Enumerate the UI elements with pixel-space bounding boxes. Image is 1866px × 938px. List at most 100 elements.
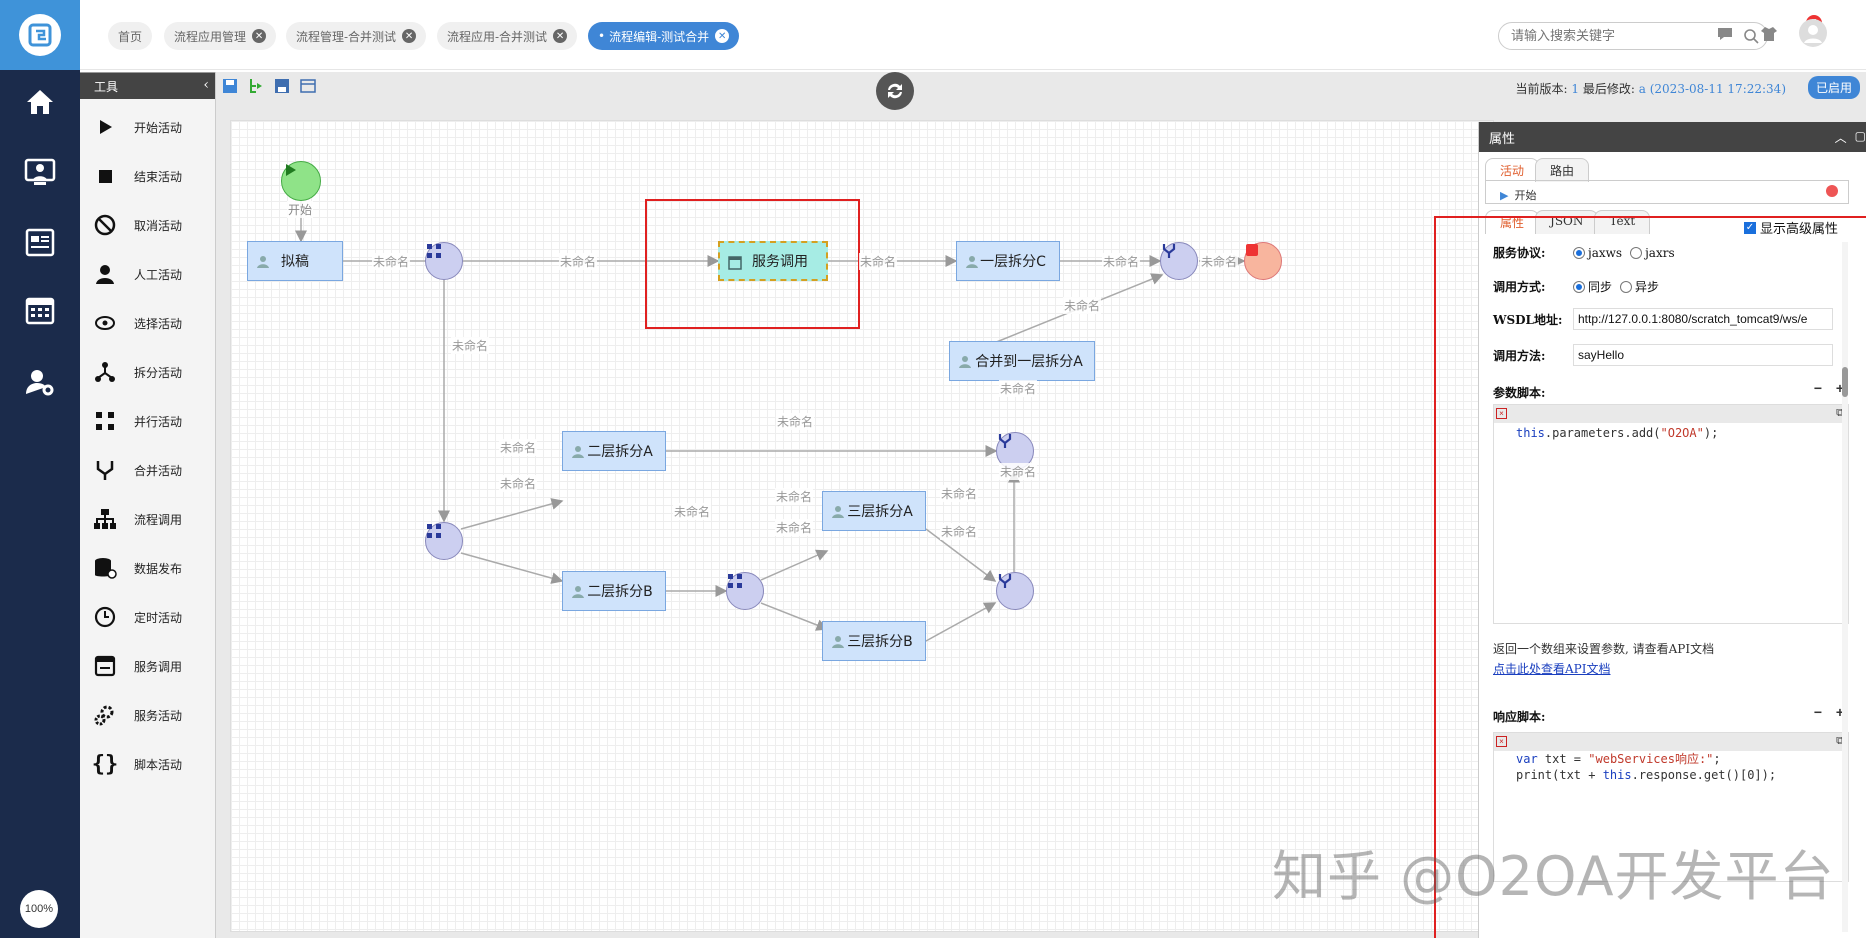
tab-route[interactable]: 路由 — [1535, 158, 1590, 182]
edge-label[interactable]: 未命名 — [499, 439, 538, 456]
node-l3b[interactable]: 三层拆分B — [822, 621, 926, 661]
merge-gateway[interactable] — [996, 572, 1034, 610]
edge-label[interactable]: 未命名 — [559, 253, 598, 270]
tool-merge-activity[interactable]: 合并活动 — [80, 450, 216, 490]
edge-label[interactable]: 未命名 — [940, 485, 979, 502]
scrollbar-thumb[interactable] — [1842, 367, 1848, 397]
tool-split-activity[interactable]: 拆分活动 — [80, 352, 216, 392]
close-icon[interactable]: ✕ — [402, 29, 417, 43]
tool-cancel-activity[interactable]: 取消活动 — [80, 205, 216, 245]
form-icon[interactable] — [24, 226, 56, 258]
close-icon[interactable]: ✕ — [252, 29, 267, 43]
collapse-icon[interactable]: ‹ — [203, 77, 209, 93]
preview-icon[interactable] — [300, 78, 318, 96]
calendar-icon[interactable] — [24, 294, 56, 326]
parallel-gateway[interactable] — [726, 572, 764, 610]
tool-parallel-activity[interactable]: 并行活动 — [80, 401, 216, 441]
tool-manual-activity[interactable]: 人工活动 — [80, 254, 216, 294]
node-l2a[interactable]: 二层拆分A — [562, 431, 666, 471]
edge-label[interactable]: 未命名 — [1200, 253, 1239, 270]
zoom-level[interactable]: 100% — [20, 890, 58, 928]
radio-jaxrs[interactable]: jaxrs — [1630, 246, 1675, 260]
skin-icon[interactable] — [1760, 26, 1778, 45]
api-doc-link[interactable]: 点击此处查看API文档 — [1493, 662, 1611, 676]
tab-process-app-management[interactable]: 流程应用管理✕ — [164, 22, 277, 50]
expand-plus-icon[interactable]: + — [1835, 704, 1844, 720]
merge-gateway[interactable] — [1160, 242, 1198, 280]
edge-label[interactable]: 未命名 — [775, 519, 814, 536]
radio-sync[interactable]: 同步 — [1573, 278, 1612, 295]
parallel-gateway[interactable] — [425, 242, 463, 280]
tab-process-app-merge-test[interactable]: 流程应用-合并测试✕ — [437, 22, 578, 50]
wsdl-input[interactable]: http://127.0.0.1:8080/scratch_tomcat9/ws… — [1573, 308, 1833, 330]
search-icon[interactable] — [1743, 28, 1759, 47]
status-badge[interactable]: 已启用 — [1807, 76, 1860, 99]
edge-label[interactable]: 未命名 — [499, 475, 538, 492]
monitor-user-icon[interactable] — [24, 156, 56, 188]
tab-home[interactable]: 首页 — [108, 22, 153, 50]
maximize-icon[interactable]: ▢ — [1854, 129, 1866, 143]
show-advanced-checkbox[interactable]: ✓显示高级属性 — [1744, 218, 1839, 237]
radio-async[interactable]: 异步 — [1620, 278, 1659, 295]
close-icon[interactable]: ✕ — [715, 29, 730, 43]
refresh-icon[interactable] — [876, 72, 914, 110]
edge-label[interactable]: 未命名 — [1063, 297, 1102, 314]
edge-label[interactable]: 未命名 — [940, 523, 979, 540]
avatar[interactable] — [1798, 18, 1828, 51]
process-canvas[interactable]: 开始 拟稿 服务调用 一层拆分C 合并到一层拆分A 二层拆分A 二层拆分B 三层… — [230, 120, 1494, 932]
node-draft[interactable]: 拟稿 — [247, 241, 343, 281]
message-icon[interactable] — [1716, 26, 1734, 45]
tab-activity[interactable]: 活动 — [1485, 158, 1540, 182]
tool-service-activity[interactable]: 服务活动 — [80, 695, 216, 735]
parallel-gateway[interactable] — [425, 522, 463, 560]
tab-process-management-merge-test[interactable]: 流程管理-合并测试✕ — [286, 22, 427, 50]
save-icon[interactable] — [222, 78, 240, 96]
collapse-minus-icon[interactable]: − — [1813, 380, 1822, 396]
maximize-icon[interactable]: ⧉ — [1836, 735, 1844, 747]
save-as-icon[interactable] — [274, 78, 292, 96]
tool-start-activity[interactable]: 开始活动 — [80, 107, 216, 147]
edge-label[interactable]: 未命名 — [859, 253, 898, 270]
node-service-invoke[interactable]: 服务调用 — [718, 241, 828, 281]
activity-list-item[interactable]: ▶开始 — [1485, 180, 1849, 204]
tool-service-invoke[interactable]: 服务调用 — [80, 646, 216, 686]
node-merge-to-1a[interactable]: 合并到一层拆分A — [949, 341, 1095, 381]
user-settings-icon[interactable] — [24, 366, 56, 398]
tab-text[interactable]: Text — [1594, 210, 1651, 234]
start-event[interactable] — [281, 161, 321, 201]
properties-scrollbar[interactable] — [1842, 242, 1848, 932]
tool-process-invoke[interactable]: 流程调用 — [80, 499, 216, 539]
edge-label[interactable]: 未命名 — [1102, 253, 1141, 270]
app-logo[interactable] — [0, 0, 80, 70]
node-l3a[interactable]: 三层拆分A — [822, 491, 926, 531]
edge-label[interactable]: 未命名 — [451, 337, 490, 354]
search-input[interactable] — [1511, 27, 1731, 45]
tool-choice-activity[interactable]: 选择活动 — [80, 303, 216, 343]
tool-script-activity[interactable]: {}脚本活动 — [80, 744, 216, 784]
node-l2b[interactable]: 二层拆分B — [562, 571, 666, 611]
node-split-1c[interactable]: 一层拆分C — [956, 241, 1060, 281]
expand-plus-icon[interactable]: + — [1835, 380, 1844, 396]
close-icon[interactable]: ✕ — [553, 29, 568, 43]
tab-json[interactable]: JSON — [1535, 210, 1599, 234]
edge-label[interactable]: 未命名 — [775, 488, 814, 505]
tab-process-edit-merge-test[interactable]: •流程编辑-测试合并✕ — [588, 22, 740, 50]
method-input[interactable]: sayHello — [1573, 344, 1833, 366]
edge-label[interactable]: 未命名 — [372, 253, 411, 270]
radio-jaxws[interactable]: jaxws — [1573, 246, 1622, 260]
end-event[interactable] — [1244, 242, 1282, 280]
delete-icon[interactable] — [1826, 185, 1838, 197]
chevron-up-icon[interactable]: ︿ — [1834, 131, 1847, 145]
param-script-editor[interactable]: ×⧉ this.parameters.add("O2OA"); — [1493, 404, 1849, 624]
response-script-editor[interactable]: ×⧉ var txt = "webServices响应:"; print(txt… — [1493, 732, 1849, 882]
home-icon[interactable] — [24, 86, 56, 118]
run-icon[interactable] — [248, 78, 266, 96]
tool-end-activity[interactable]: 结束活动 — [80, 156, 216, 196]
edge-label[interactable]: 未命名 — [999, 380, 1038, 397]
maximize-icon[interactable]: ⧉ — [1836, 407, 1844, 419]
tab-attributes[interactable]: 属性 — [1485, 210, 1540, 234]
edge-label[interactable]: 未命名 — [673, 503, 712, 520]
tool-timer-activity[interactable]: 定时活动 — [80, 597, 216, 637]
collapse-minus-icon[interactable]: − — [1813, 704, 1822, 720]
edge-label[interactable]: 未命名 — [999, 463, 1038, 480]
